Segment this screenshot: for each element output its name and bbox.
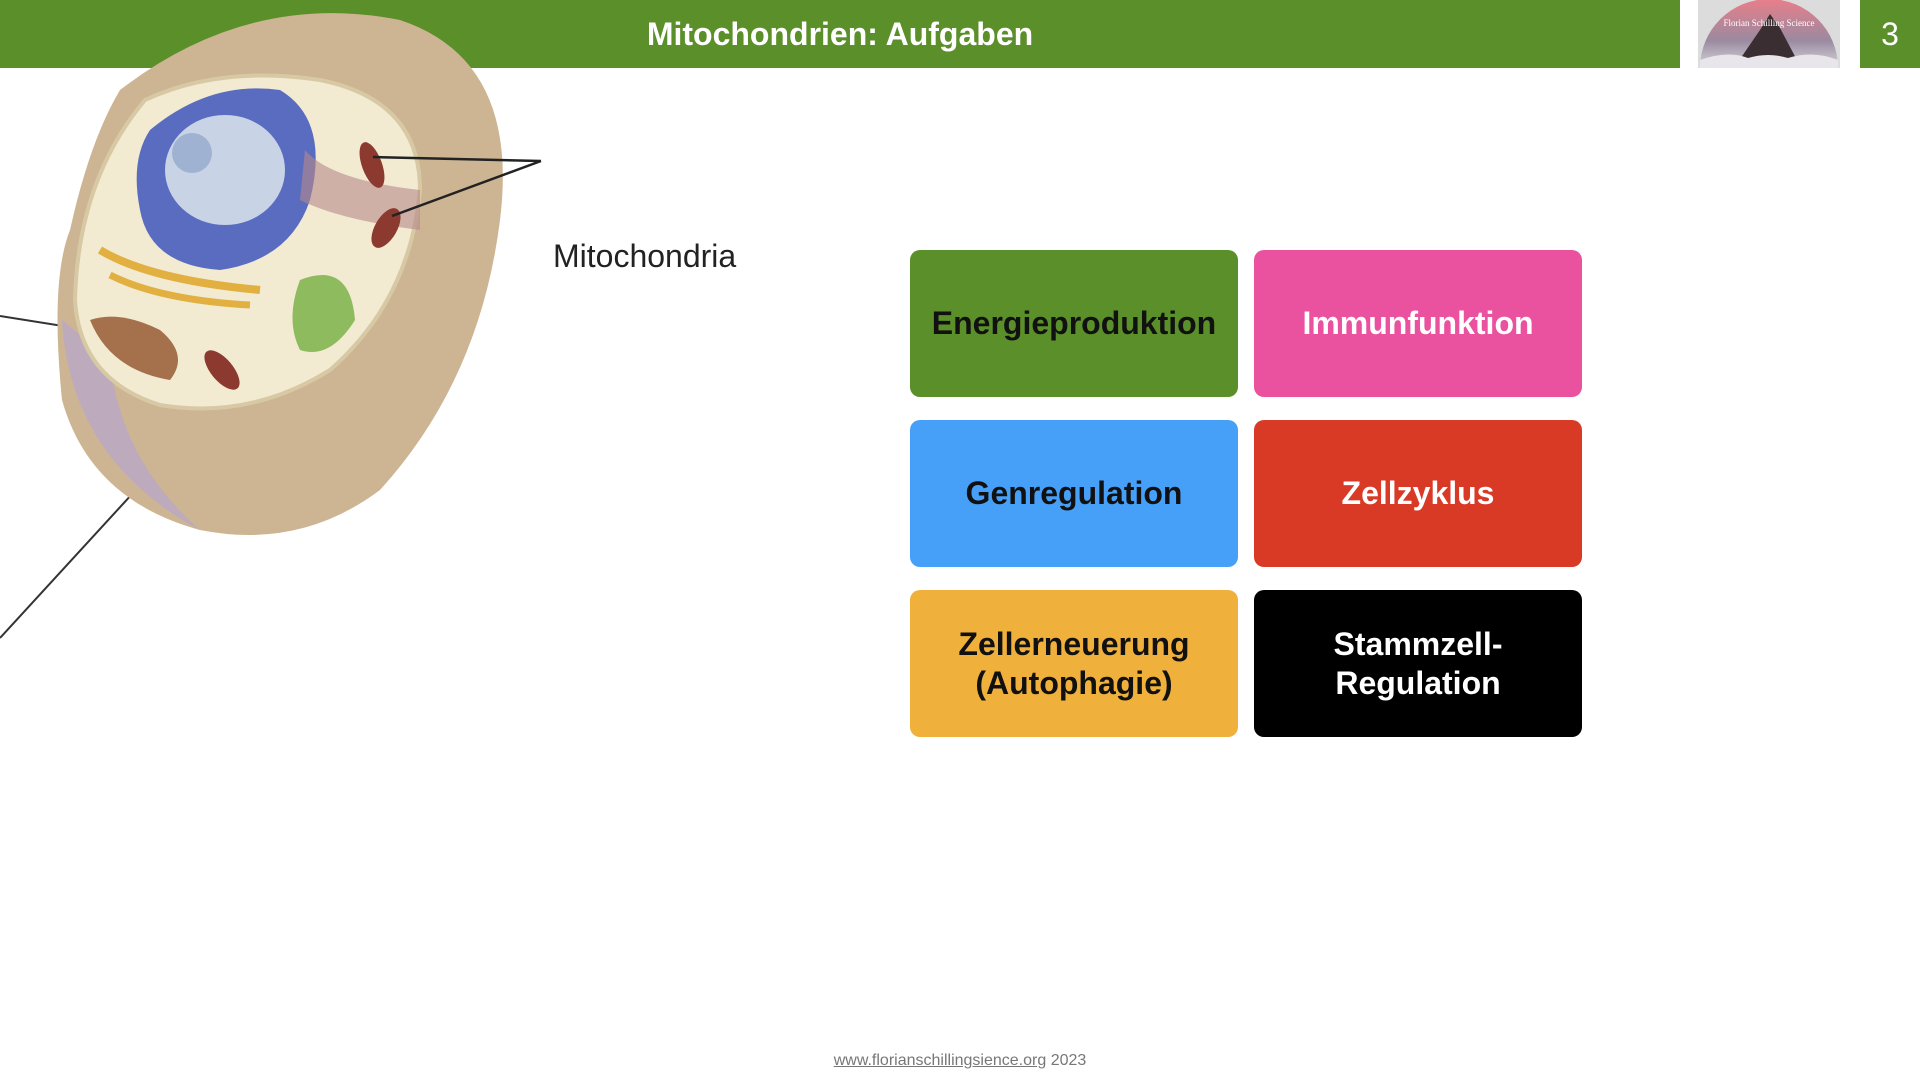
footer: www.florianschillingsience.org 2023 bbox=[0, 1052, 1920, 1070]
tile-zellzyklus[interactable]: Zellzyklus bbox=[1254, 420, 1582, 567]
mitochondria-label: Mitochondria bbox=[553, 238, 737, 274]
footer-year: 2023 bbox=[1050, 1052, 1087, 1069]
website-link[interactable]: www.florianschillingsience.org bbox=[833, 1052, 1047, 1069]
tile-energieproduktion[interactable]: Energieproduktion bbox=[910, 250, 1238, 397]
tile-zellerneuerung[interactable]: Zellerneuerung (Autophagie) bbox=[910, 590, 1238, 737]
logo: Florian Schilling Science bbox=[1698, 0, 1840, 68]
tile-immunfunktion[interactable]: Immunfunktion bbox=[1254, 250, 1582, 397]
page-number: 3 bbox=[1860, 0, 1920, 68]
tile-genregulation[interactable]: Genregulation bbox=[910, 420, 1238, 567]
logo-text: Florian Schilling Science bbox=[1724, 18, 1815, 28]
cell-diagram bbox=[0, 13, 542, 639]
pointer-line bbox=[372, 155, 542, 218]
slide-title: Mitochondrien: Aufgaben bbox=[646, 15, 1034, 52]
tile-stammzell-regulation[interactable]: Stammzell-Regulation bbox=[1254, 590, 1582, 737]
